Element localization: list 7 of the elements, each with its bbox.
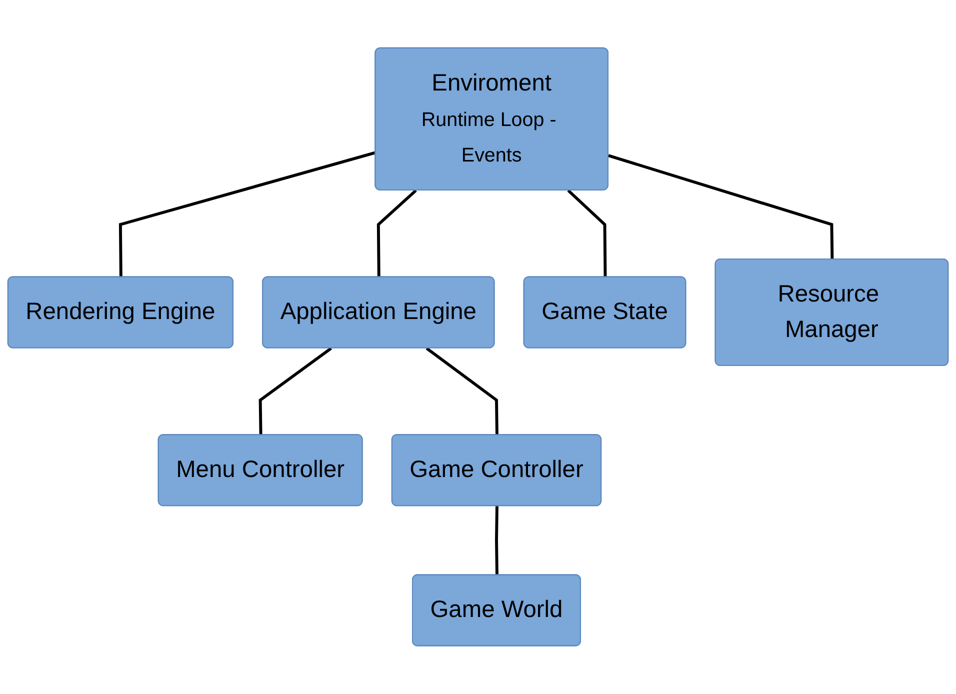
connector xyxy=(608,154,834,260)
connector xyxy=(376,190,417,278)
connector xyxy=(426,347,498,436)
connector xyxy=(567,190,607,278)
connector xyxy=(495,506,498,576)
connector xyxy=(258,347,332,436)
connector xyxy=(118,151,376,278)
